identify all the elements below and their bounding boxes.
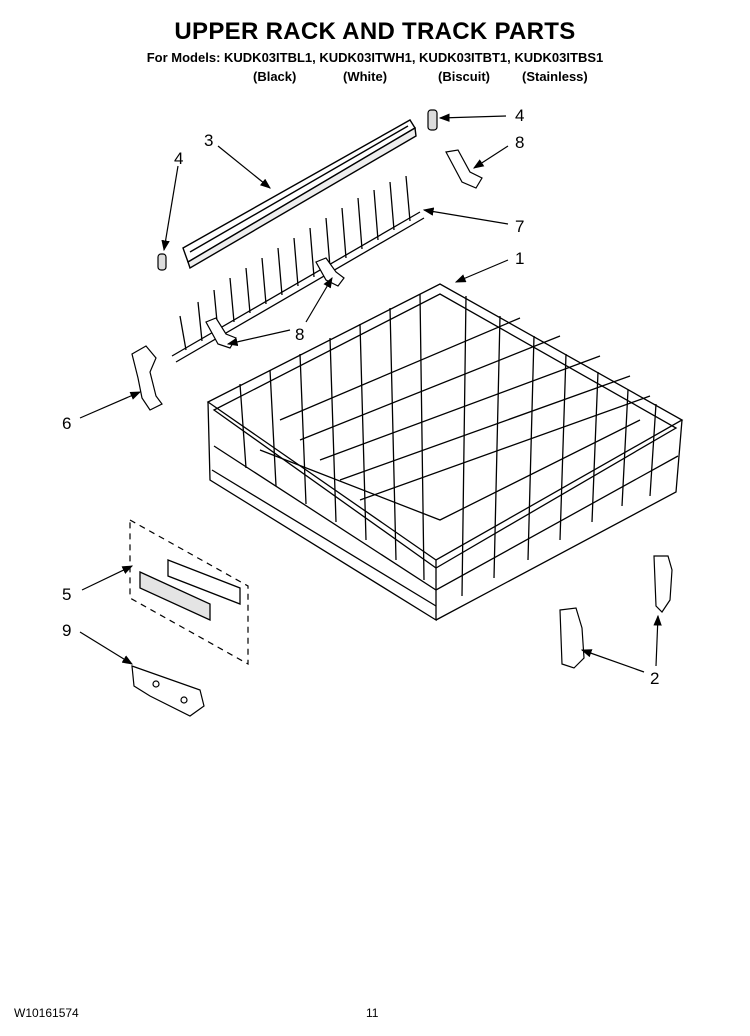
- slide-part: [131, 665, 205, 717]
- hook-part: [205, 149, 483, 349]
- variant-black: (Black): [253, 69, 297, 84]
- page-title: UPPER RACK AND TRACK PARTS: [174, 18, 576, 45]
- callout-5: 5: [62, 585, 72, 604]
- rail-part: [182, 119, 417, 270]
- callout-8-top: 8: [515, 133, 525, 152]
- callout-4-top: 4: [515, 106, 525, 125]
- callout-4-left: 4: [174, 149, 184, 168]
- variant-biscuit: (Biscuit): [438, 69, 490, 84]
- bracket-part: [131, 345, 163, 411]
- callout-3: 3: [204, 131, 214, 150]
- callout-9: 9: [62, 621, 72, 640]
- variant-stainless: (Stainless): [522, 69, 588, 84]
- page-number: 11: [366, 1006, 379, 1020]
- track-stop-part: [559, 555, 673, 669]
- models-line: For Models: KUDK03ITBL1, KUDK03ITWH1, KU…: [146, 50, 604, 65]
- rack-basket-part: [206, 283, 684, 622]
- callout-2: 2: [650, 669, 660, 688]
- document-number: W10161574: [14, 1006, 79, 1020]
- callout-7: 7: [515, 217, 525, 236]
- callout-8-mid: 8: [295, 325, 305, 344]
- leader-lines: [79, 113, 662, 673]
- part-5-group: [129, 518, 249, 666]
- variant-white: (White): [343, 69, 388, 84]
- clip-part: [157, 109, 438, 271]
- callout-1: 1: [515, 249, 525, 268]
- callout-6: 6: [62, 414, 72, 433]
